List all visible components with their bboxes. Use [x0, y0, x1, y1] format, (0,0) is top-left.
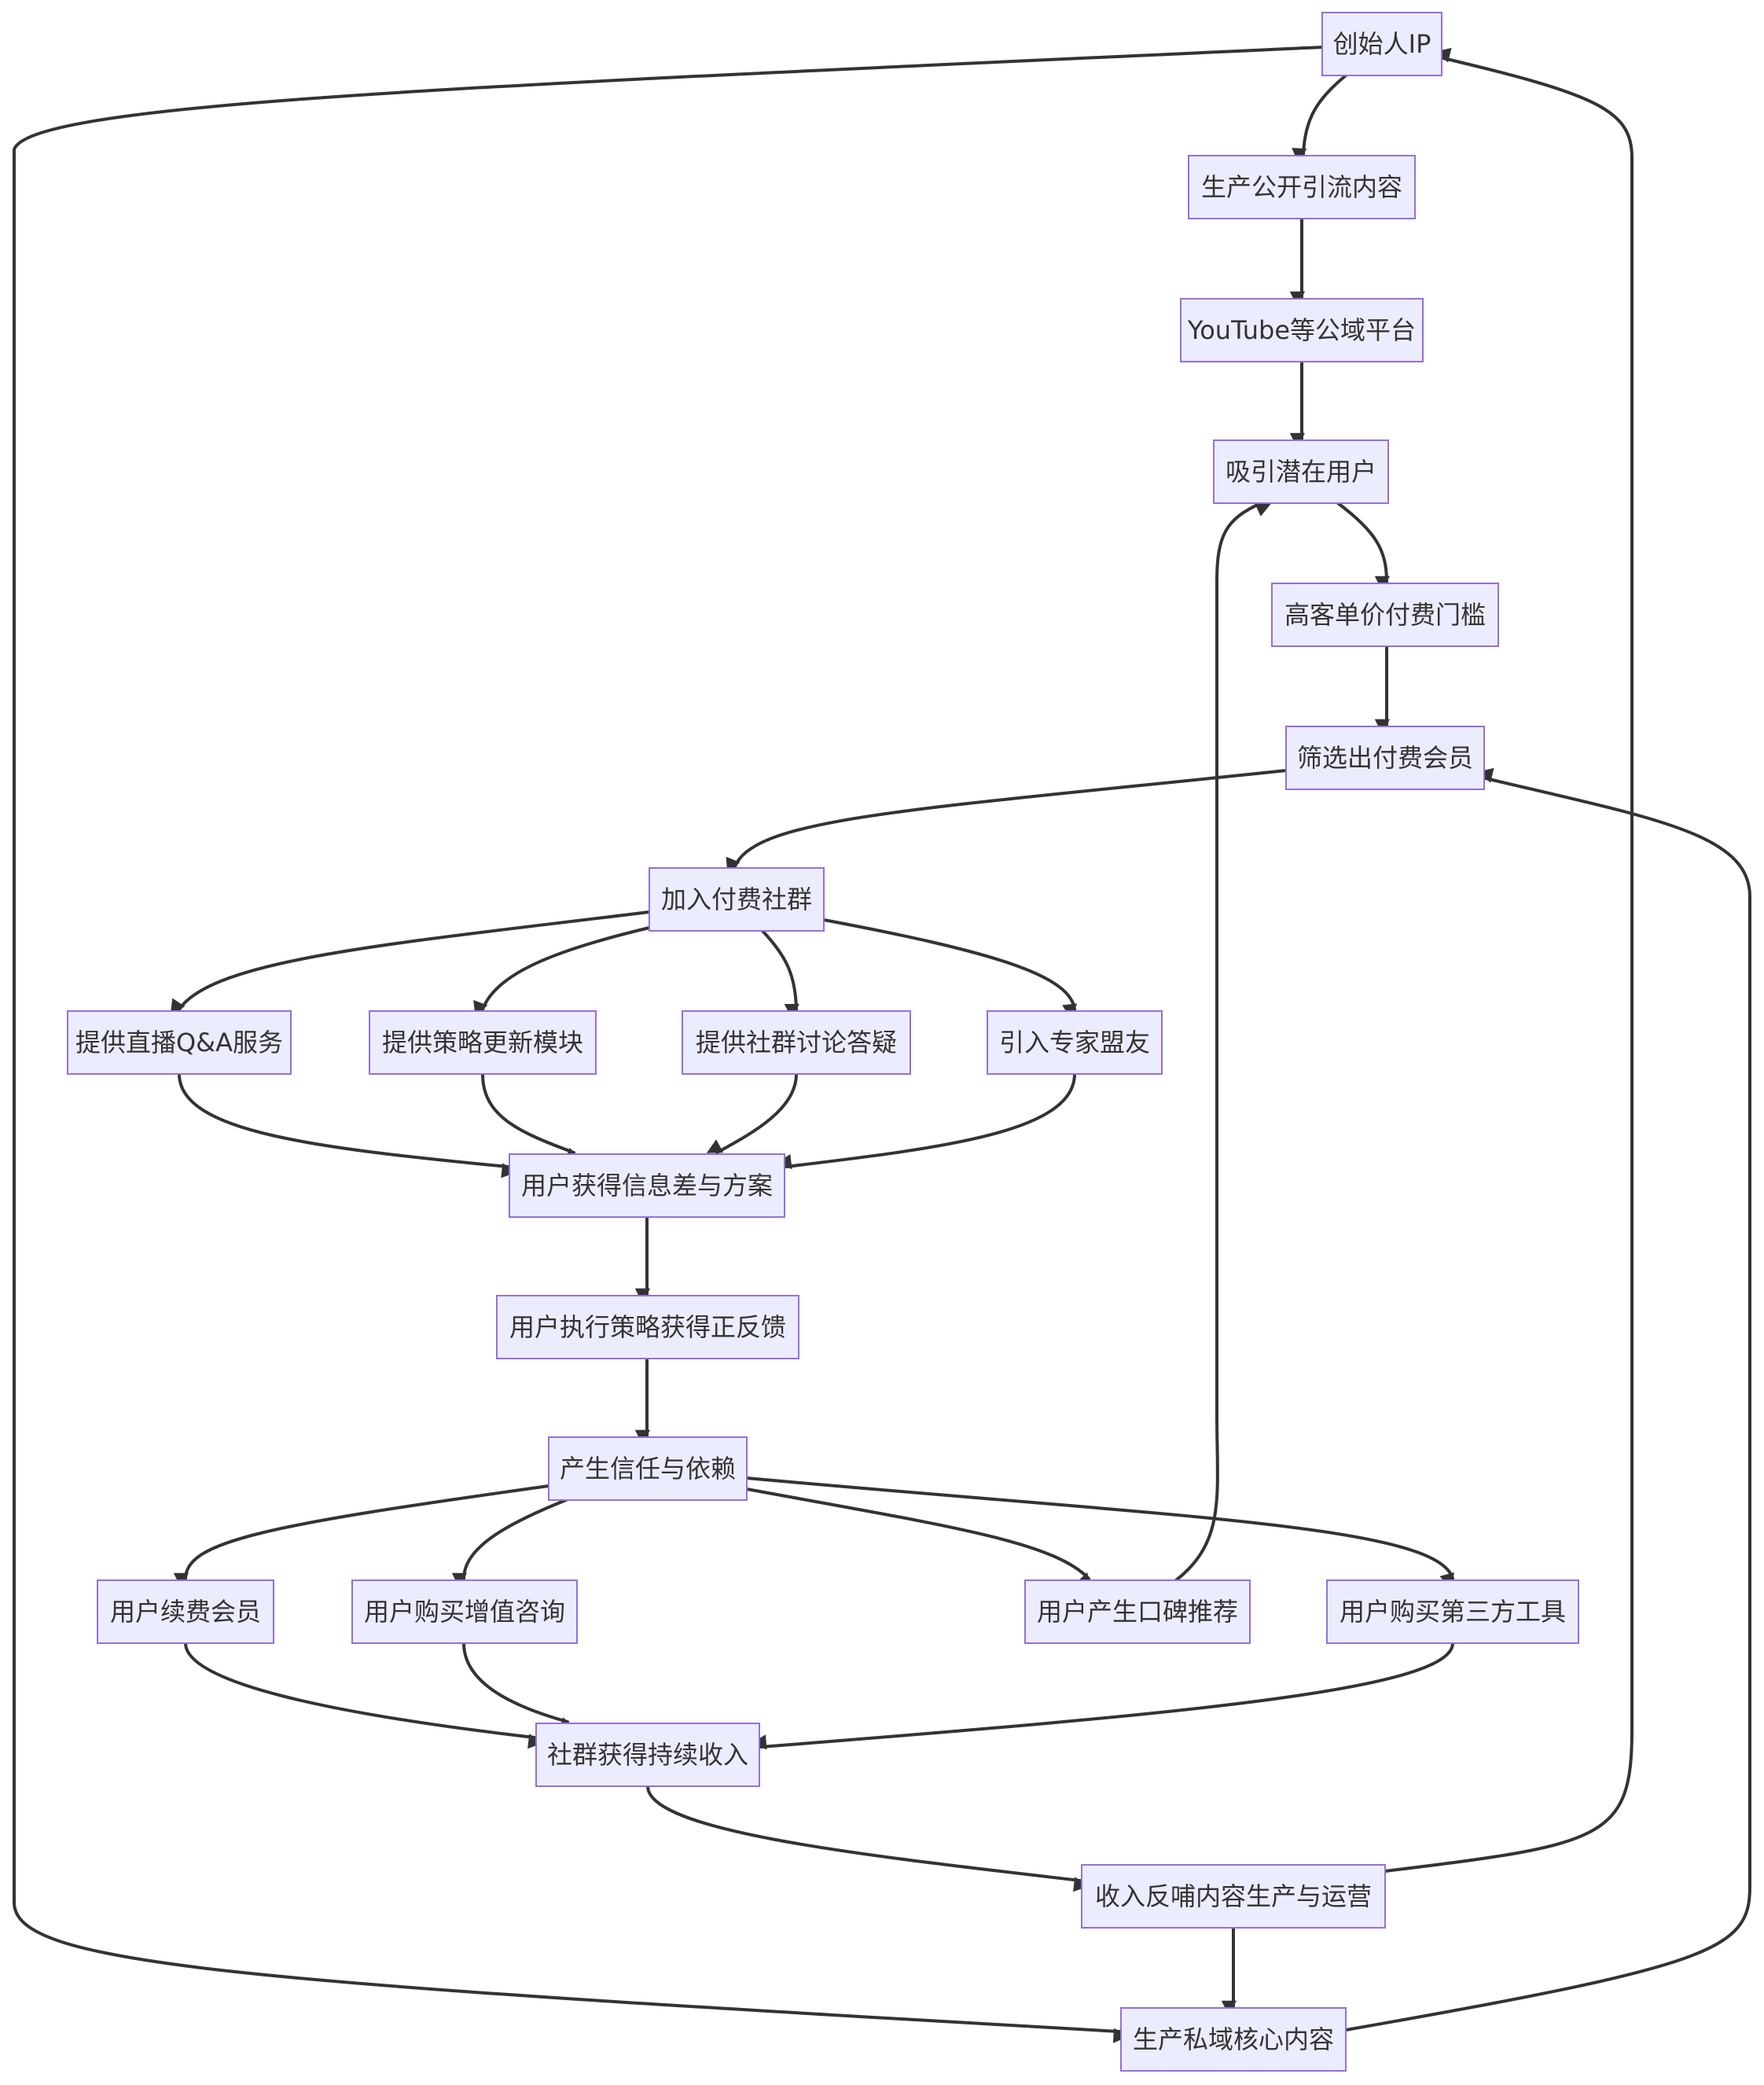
node-label: YouTube等公域平台 [1187, 315, 1416, 345]
node-public-content: 生产公开引流内容 [1188, 155, 1416, 219]
node-box [987, 1010, 1163, 1075]
node-label: 提供策略更新模块 [382, 1028, 583, 1057]
node-box [1285, 726, 1485, 790]
node-label: 用户续费会员 [110, 1597, 261, 1627]
node-label: 创始人IP [1333, 29, 1431, 59]
node-box [548, 1436, 748, 1501]
edge-revenue-to-reinvest [646, 1785, 1090, 1892]
node-label: 加入付费社群 [661, 884, 812, 914]
edge-private-content-to-filter [1344, 767, 1751, 2032]
node-renew: 用户续费会员 [97, 1579, 274, 1644]
node-consult: 用户购买增值咨询 [351, 1579, 578, 1644]
edge-join-to-experts [822, 918, 1078, 1020]
node-box [1213, 439, 1389, 504]
node-box [1326, 1579, 1579, 1644]
edge-live-qa-to-info-gap [178, 1072, 517, 1179]
edge-attract-to-threshold [1336, 502, 1390, 592]
edge-trust-to-tools [745, 1476, 1454, 1590]
edge-renew-to-revenue [184, 1642, 544, 1749]
node-box [509, 1153, 785, 1218]
edge-join-to-strategy [473, 926, 651, 1017]
node-label: 筛选出付费会员 [1297, 743, 1473, 773]
node-label: 用户产生口碑推荐 [1037, 1597, 1238, 1627]
edge-reinvest-to-ip [1384, 47, 1634, 1873]
node-trust: 产生信任与依赖 [548, 1436, 748, 1501]
edge-filter-to-join [726, 769, 1288, 874]
node-label: 用户购买增值咨询 [364, 1597, 565, 1627]
edge-tools-to-revenue [751, 1642, 1454, 1750]
node-box [496, 1295, 799, 1359]
node-referral: 用户产生口碑推荐 [1024, 1579, 1251, 1644]
edge-trust-to-referral [745, 1487, 1093, 1589]
node-label: 提供直播Q&A服务 [75, 1028, 283, 1057]
edges-layer [13, 46, 1751, 2043]
node-label: 用户获得信息差与方案 [521, 1171, 773, 1201]
node-label: 社群获得持续收入 [547, 1740, 748, 1770]
node-private-content: 生产私域核心内容 [1120, 2007, 1347, 2072]
node-tools: 用户购买第三方工具 [1326, 1579, 1579, 1644]
node-experts: 引入专家盟友 [987, 1010, 1163, 1075]
node-box [535, 1723, 760, 1787]
node-execute: 用户执行策略获得正反馈 [496, 1295, 799, 1359]
edge-trust-to-renew [173, 1484, 550, 1588]
node-ip: 创始人IP [1321, 12, 1442, 76]
edge-discussion-to-info-gap [706, 1072, 798, 1154]
node-info-gap: 用户获得信息差与方案 [509, 1153, 785, 1218]
node-box [1271, 583, 1499, 647]
edge-referral-to-attract [1174, 502, 1272, 1582]
node-attract: 吸引潜在用户 [1213, 439, 1389, 504]
node-box [1321, 12, 1442, 76]
node-box [351, 1579, 578, 1644]
node-threshold: 高客单价付费门槛 [1271, 583, 1499, 647]
edge-ip-to-public-content [1292, 74, 1347, 164]
node-box [1081, 1864, 1386, 1929]
node-box [682, 1010, 911, 1075]
node-label: 提供社群讨论答疑 [696, 1028, 897, 1057]
node-label: 引入专家盟友 [999, 1028, 1150, 1057]
node-label: 高客单价付费门槛 [1284, 600, 1486, 630]
edge-strategy-to-info-gap [481, 1072, 582, 1162]
node-box [67, 1010, 292, 1075]
edge-join-to-live-qa [170, 910, 651, 1015]
node-join: 加入付费社群 [649, 867, 825, 932]
node-box [1188, 155, 1416, 219]
node-revenue: 社群获得持续收入 [535, 1723, 760, 1787]
node-label: 生产公开引流内容 [1201, 172, 1402, 202]
node-youtube: YouTube等公域平台 [1180, 298, 1424, 362]
node-discussion: 提供社群讨论答疑 [682, 1010, 911, 1075]
edge-join-to-discussion [761, 929, 799, 1020]
node-label: 收入反哺内容生产与运营 [1095, 1881, 1372, 1911]
edge-experts-to-info-gap [776, 1072, 1076, 1170]
nodes-layer: 创始人IP 生产公开引流内容 YouTube等公域平台吸引潜在用户高客单价付费门槛筛… [67, 12, 1579, 2072]
node-reinvest: 收入反哺内容生产与运营 [1081, 1864, 1386, 1929]
node-filter: 筛选出付费会员 [1285, 726, 1485, 790]
node-label: 用户购买第三方工具 [1340, 1597, 1566, 1627]
edge-consult-to-revenue [462, 1642, 576, 1732]
node-label: 吸引潜在用户 [1226, 457, 1376, 487]
node-label: 产生信任与依赖 [560, 1454, 736, 1484]
node-box [1120, 2007, 1347, 2072]
edge-ip-to-private-content [13, 46, 1324, 2043]
node-strategy: 提供策略更新模块 [369, 1010, 597, 1075]
node-box [649, 867, 825, 932]
node-label: 生产私域核心内容 [1133, 2024, 1334, 2054]
node-box [369, 1010, 597, 1075]
edge-trust-to-consult [451, 1498, 568, 1588]
node-box [97, 1579, 274, 1644]
node-label: 用户执行策略获得正反馈 [509, 1312, 786, 1342]
node-box [1180, 298, 1424, 362]
node-live-qa: 提供直播Q&A服务 [67, 1010, 292, 1075]
node-box [1024, 1579, 1251, 1644]
